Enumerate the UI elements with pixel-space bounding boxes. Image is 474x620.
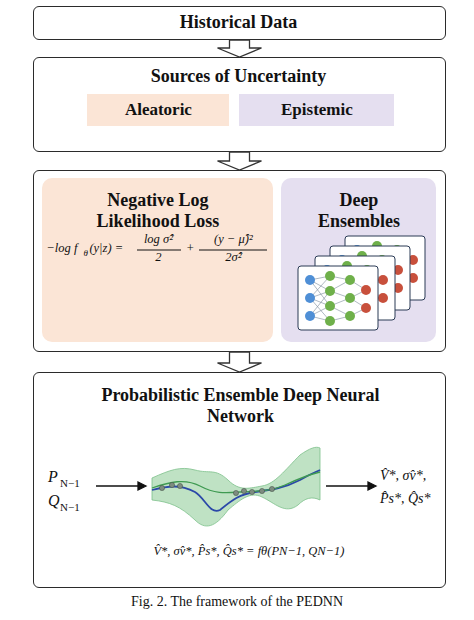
model-box: Probabilistic Ensemble Deep Neural Netwo… [33, 372, 446, 588]
node-text: Epistemic [239, 94, 394, 126]
figure-caption: Fig. 2. The framework of the PEDNN [0, 593, 474, 611]
node-text: N−1 [60, 501, 94, 514]
input-box: Historical Data [33, 6, 446, 40]
block-arrow [218, 40, 262, 57]
uncertainty-plot [152, 447, 320, 526]
node-text: V̂*, σ̂v*, [380, 467, 444, 485]
node-text: Deep Ensembles [301, 190, 416, 232]
method-box: Deep Ensembles [281, 178, 436, 342]
category-box: Epistemic [239, 94, 394, 126]
node-text: Negative Log Likelihood Loss [70, 190, 245, 232]
node-text: P̂s*, Q̂s* [380, 490, 444, 508]
method-box: Negative Log Likelihood Loss−log fθ(y|z)… [42, 178, 273, 342]
category-box: Aleatoric [87, 94, 229, 126]
block-arrow [218, 152, 262, 170]
node-text: −log f [46, 241, 86, 256]
fraction-bar [199, 250, 267, 251]
node-text: N−1 [60, 477, 94, 490]
group-box: Negative Log Likelihood Loss−log fθ(y|z)… [33, 170, 446, 352]
node-text: Q [48, 492, 62, 510]
node-text: Probabilistic Ensemble Deep Neural Netwo… [74, 385, 407, 427]
node-text: (y − μ̂)² [197, 232, 269, 247]
node-text: log σ̂² [134, 232, 182, 247]
node-text: (y|z) = [89, 241, 135, 256]
node-text: Historical Data [34, 7, 443, 37]
fraction-bar [137, 250, 181, 251]
node-text: + [182, 241, 198, 256]
node-text: Sources of Uncertainty [34, 66, 443, 86]
block-arrow [218, 352, 262, 372]
node-text: P [48, 468, 62, 486]
node-text: V̂*, σ̂v*, P̂s*, Q̂s* = fθ(PN−1, QN−1) [134, 543, 364, 559]
ensemble-networks [298, 236, 425, 330]
node-text: Aleatoric [87, 94, 229, 126]
node-text: 2 [134, 250, 182, 265]
flow-arrow [96, 482, 376, 490]
group-box: Sources of UncertaintyAleatoric Epistemic [33, 57, 446, 152]
node-text: 2σ̂² [197, 250, 269, 265]
